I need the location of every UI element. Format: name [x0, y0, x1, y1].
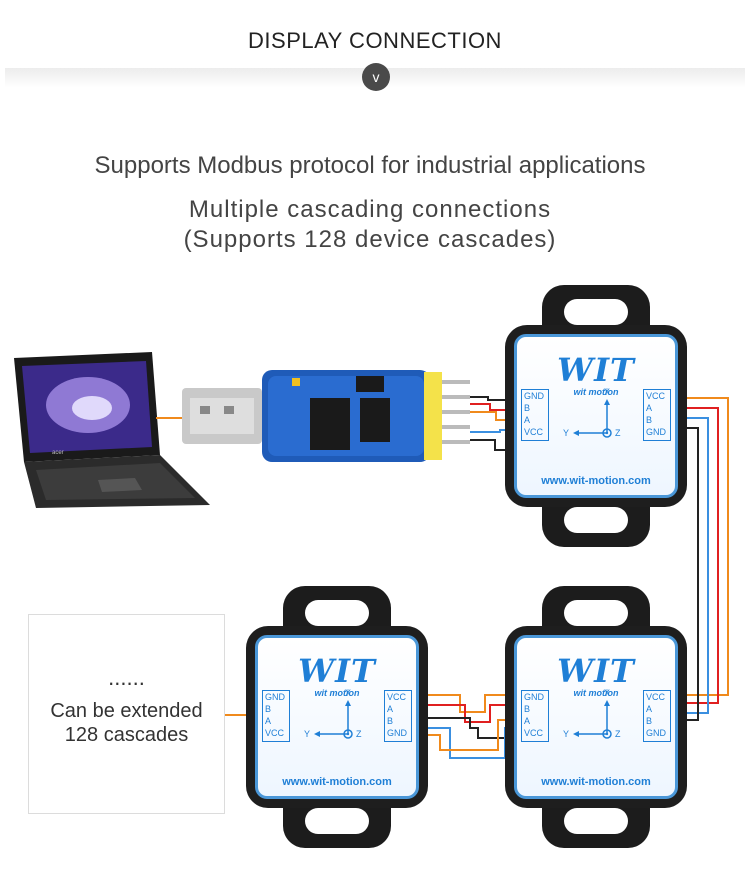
axis-indicator: X Y Z — [561, 688, 631, 750]
usb-converter — [182, 370, 470, 462]
wit-logo-subtitle: wit motion — [573, 688, 619, 698]
section-title: DISPLAY CONNECTION — [248, 28, 502, 53]
note-line-1: Can be extended — [50, 700, 203, 722]
wit-logo: WIT — [557, 652, 635, 690]
axis-y-label: Y — [563, 729, 570, 739]
wit-logo-subtitle: wit motion — [314, 688, 360, 698]
laptop-image: acer — [14, 352, 210, 508]
axis-indicator: X Y Z — [561, 387, 631, 449]
laptop-brand: acer — [52, 450, 64, 456]
wires-sensor3-to-sensor2 — [410, 694, 522, 759]
description-modbus: Supports Modbus protocol for industrial … — [94, 152, 646, 179]
wit-logo: WIT — [298, 652, 376, 690]
axis-x-label: X — [604, 688, 611, 698]
chevron-down-icon[interactable]: v — [362, 63, 390, 91]
axis-y-label: Y — [304, 729, 311, 739]
ellipsis-text: ...... — [108, 665, 145, 690]
axis-indicator: X Y Z — [302, 688, 372, 750]
description-cascade-count: (Supports 128 device cascades) — [183, 226, 557, 253]
axis-z-label: Z — [615, 428, 621, 438]
extension-note-box: ...... Can be extended 128 cascades — [28, 614, 225, 814]
extension-note-text: Can be extended 128 cascades — [29, 699, 224, 747]
note-line-2: 128 cascades — [64, 724, 189, 746]
description-cascade: Multiple cascading connections — [188, 196, 552, 223]
axis-x-label: X — [604, 387, 611, 397]
website-url: www.wit-motion.com — [541, 776, 651, 788]
website-url: www.wit-motion.com — [282, 776, 392, 788]
wit-logo: WIT — [557, 351, 635, 389]
axis-x-label: X — [345, 688, 352, 698]
axis-z-label: Z — [356, 729, 362, 739]
website-url: www.wit-motion.com — [541, 475, 651, 487]
wit-logo-subtitle: wit motion — [573, 387, 619, 397]
axis-y-label: Y — [563, 428, 570, 438]
axis-z-label: Z — [615, 729, 621, 739]
